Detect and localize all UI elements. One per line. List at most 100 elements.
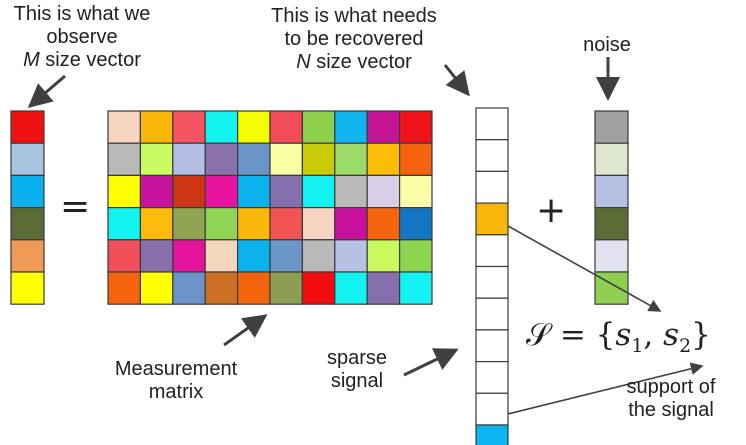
matrix-cell (366, 239, 401, 273)
annotation-arrows (27, 57, 704, 415)
matrix-cell (172, 174, 206, 209)
matrix-cell (334, 207, 368, 241)
matrix-cell (269, 142, 304, 176)
matrix-cell (172, 110, 206, 144)
matrix-cell (399, 271, 433, 305)
matrix-cell (399, 174, 433, 209)
matrix-cell (334, 174, 368, 209)
matrix-cell (366, 142, 401, 176)
matrix-cell (366, 110, 401, 144)
matrix-cell (204, 110, 239, 144)
matrix-cell (139, 207, 174, 241)
noise-cell (594, 142, 629, 176)
matrix-cell (269, 110, 304, 144)
matrix-cell (301, 110, 336, 144)
sparse-cell (475, 107, 509, 141)
label-recover: This is what needs to be recovered N siz… (271, 5, 437, 73)
measurement-matrix (107, 110, 433, 305)
matrix-cell (172, 207, 206, 241)
sparse-cell (475, 361, 509, 394)
matrix-cell (237, 110, 271, 144)
noise-cell (594, 239, 629, 273)
matrix-cell (107, 239, 142, 273)
sparse-cell (475, 170, 509, 204)
matrix-cell (139, 142, 174, 176)
matrix-cell (399, 207, 433, 241)
matrix-cell (204, 239, 239, 273)
label-support: support of the signal (626, 376, 716, 421)
observed-vector (10, 110, 45, 305)
observed-cell (10, 207, 45, 241)
label-observe: This is what we observe M size vector (13, 3, 151, 71)
matrix-cell (139, 174, 174, 209)
observed-cell (10, 174, 45, 209)
sparse-cell (475, 265, 509, 299)
arrow-sparse (403, 348, 459, 377)
observed-cell (10, 110, 45, 144)
label-measurement-matrix: Measurement matrix (114, 358, 238, 403)
matrix-cell (139, 239, 174, 273)
matrix-cell (366, 271, 401, 305)
arrow-recover (443, 64, 470, 97)
sparse-cell (475, 202, 509, 236)
sparse-cell (475, 424, 509, 445)
matrix-cell (399, 239, 433, 273)
observed-cell (10, 271, 45, 305)
arrow-measurement (223, 314, 268, 347)
matrix-cell (107, 142, 142, 176)
matrix-cell (334, 271, 368, 305)
matrix-cell (237, 142, 271, 176)
matrix-cell (301, 239, 336, 273)
matrix-cell (334, 110, 368, 144)
matrix-cell (366, 207, 401, 241)
matrix-cell (139, 271, 174, 305)
sparse-signal-vector (475, 107, 509, 445)
matrix-cell (204, 271, 239, 305)
noise-cell (594, 207, 629, 241)
matrix-cell (399, 142, 433, 176)
matrix-cell (172, 142, 206, 176)
sparse-cell (475, 139, 509, 172)
matrix-cell (204, 142, 239, 176)
matrix-cell (269, 271, 304, 305)
sparse-cell (475, 234, 509, 268)
matrix-cell (269, 239, 304, 273)
matrix-cell (204, 207, 239, 241)
support-set-formula: 𝒮 = {s1, s2} (526, 317, 711, 358)
label-noise: noise (583, 34, 631, 56)
matrix-cell (172, 271, 206, 305)
matrix-cell (139, 110, 174, 144)
matrix-cell (107, 110, 142, 144)
label-recover-n: N (296, 51, 311, 73)
label-observe-m: M (23, 49, 40, 71)
matrix-cell (237, 271, 271, 305)
matrix-cell (172, 239, 206, 273)
matrix-cell (334, 239, 368, 273)
matrix-cell (237, 239, 271, 273)
matrix-cell (301, 207, 336, 241)
noise-vector (594, 110, 629, 305)
matrix-cell (301, 174, 336, 209)
observed-cell (10, 239, 45, 273)
matrix-cell (269, 174, 304, 209)
matrix-cell (366, 174, 401, 209)
noise-cell (594, 174, 629, 209)
matrix-cell (204, 174, 239, 209)
matrix-cell (301, 271, 336, 305)
matrix-cell (107, 174, 142, 209)
matrix-cell (269, 207, 304, 241)
matrix-cell (237, 207, 271, 241)
observed-cell (10, 142, 45, 176)
matrix-cell (399, 110, 433, 144)
label-sparse-signal: sparse signal (326, 347, 388, 392)
arrow-support-s2 (507, 362, 704, 415)
equals-sign: = (60, 186, 91, 227)
arrow-support-s1 (507, 225, 662, 312)
matrix-cell (107, 207, 142, 241)
sparse-cell (475, 297, 509, 331)
matrix-cell (301, 142, 336, 176)
sparse-cell (475, 329, 509, 363)
matrix-cell (334, 142, 368, 176)
sparse-cell (475, 392, 509, 426)
